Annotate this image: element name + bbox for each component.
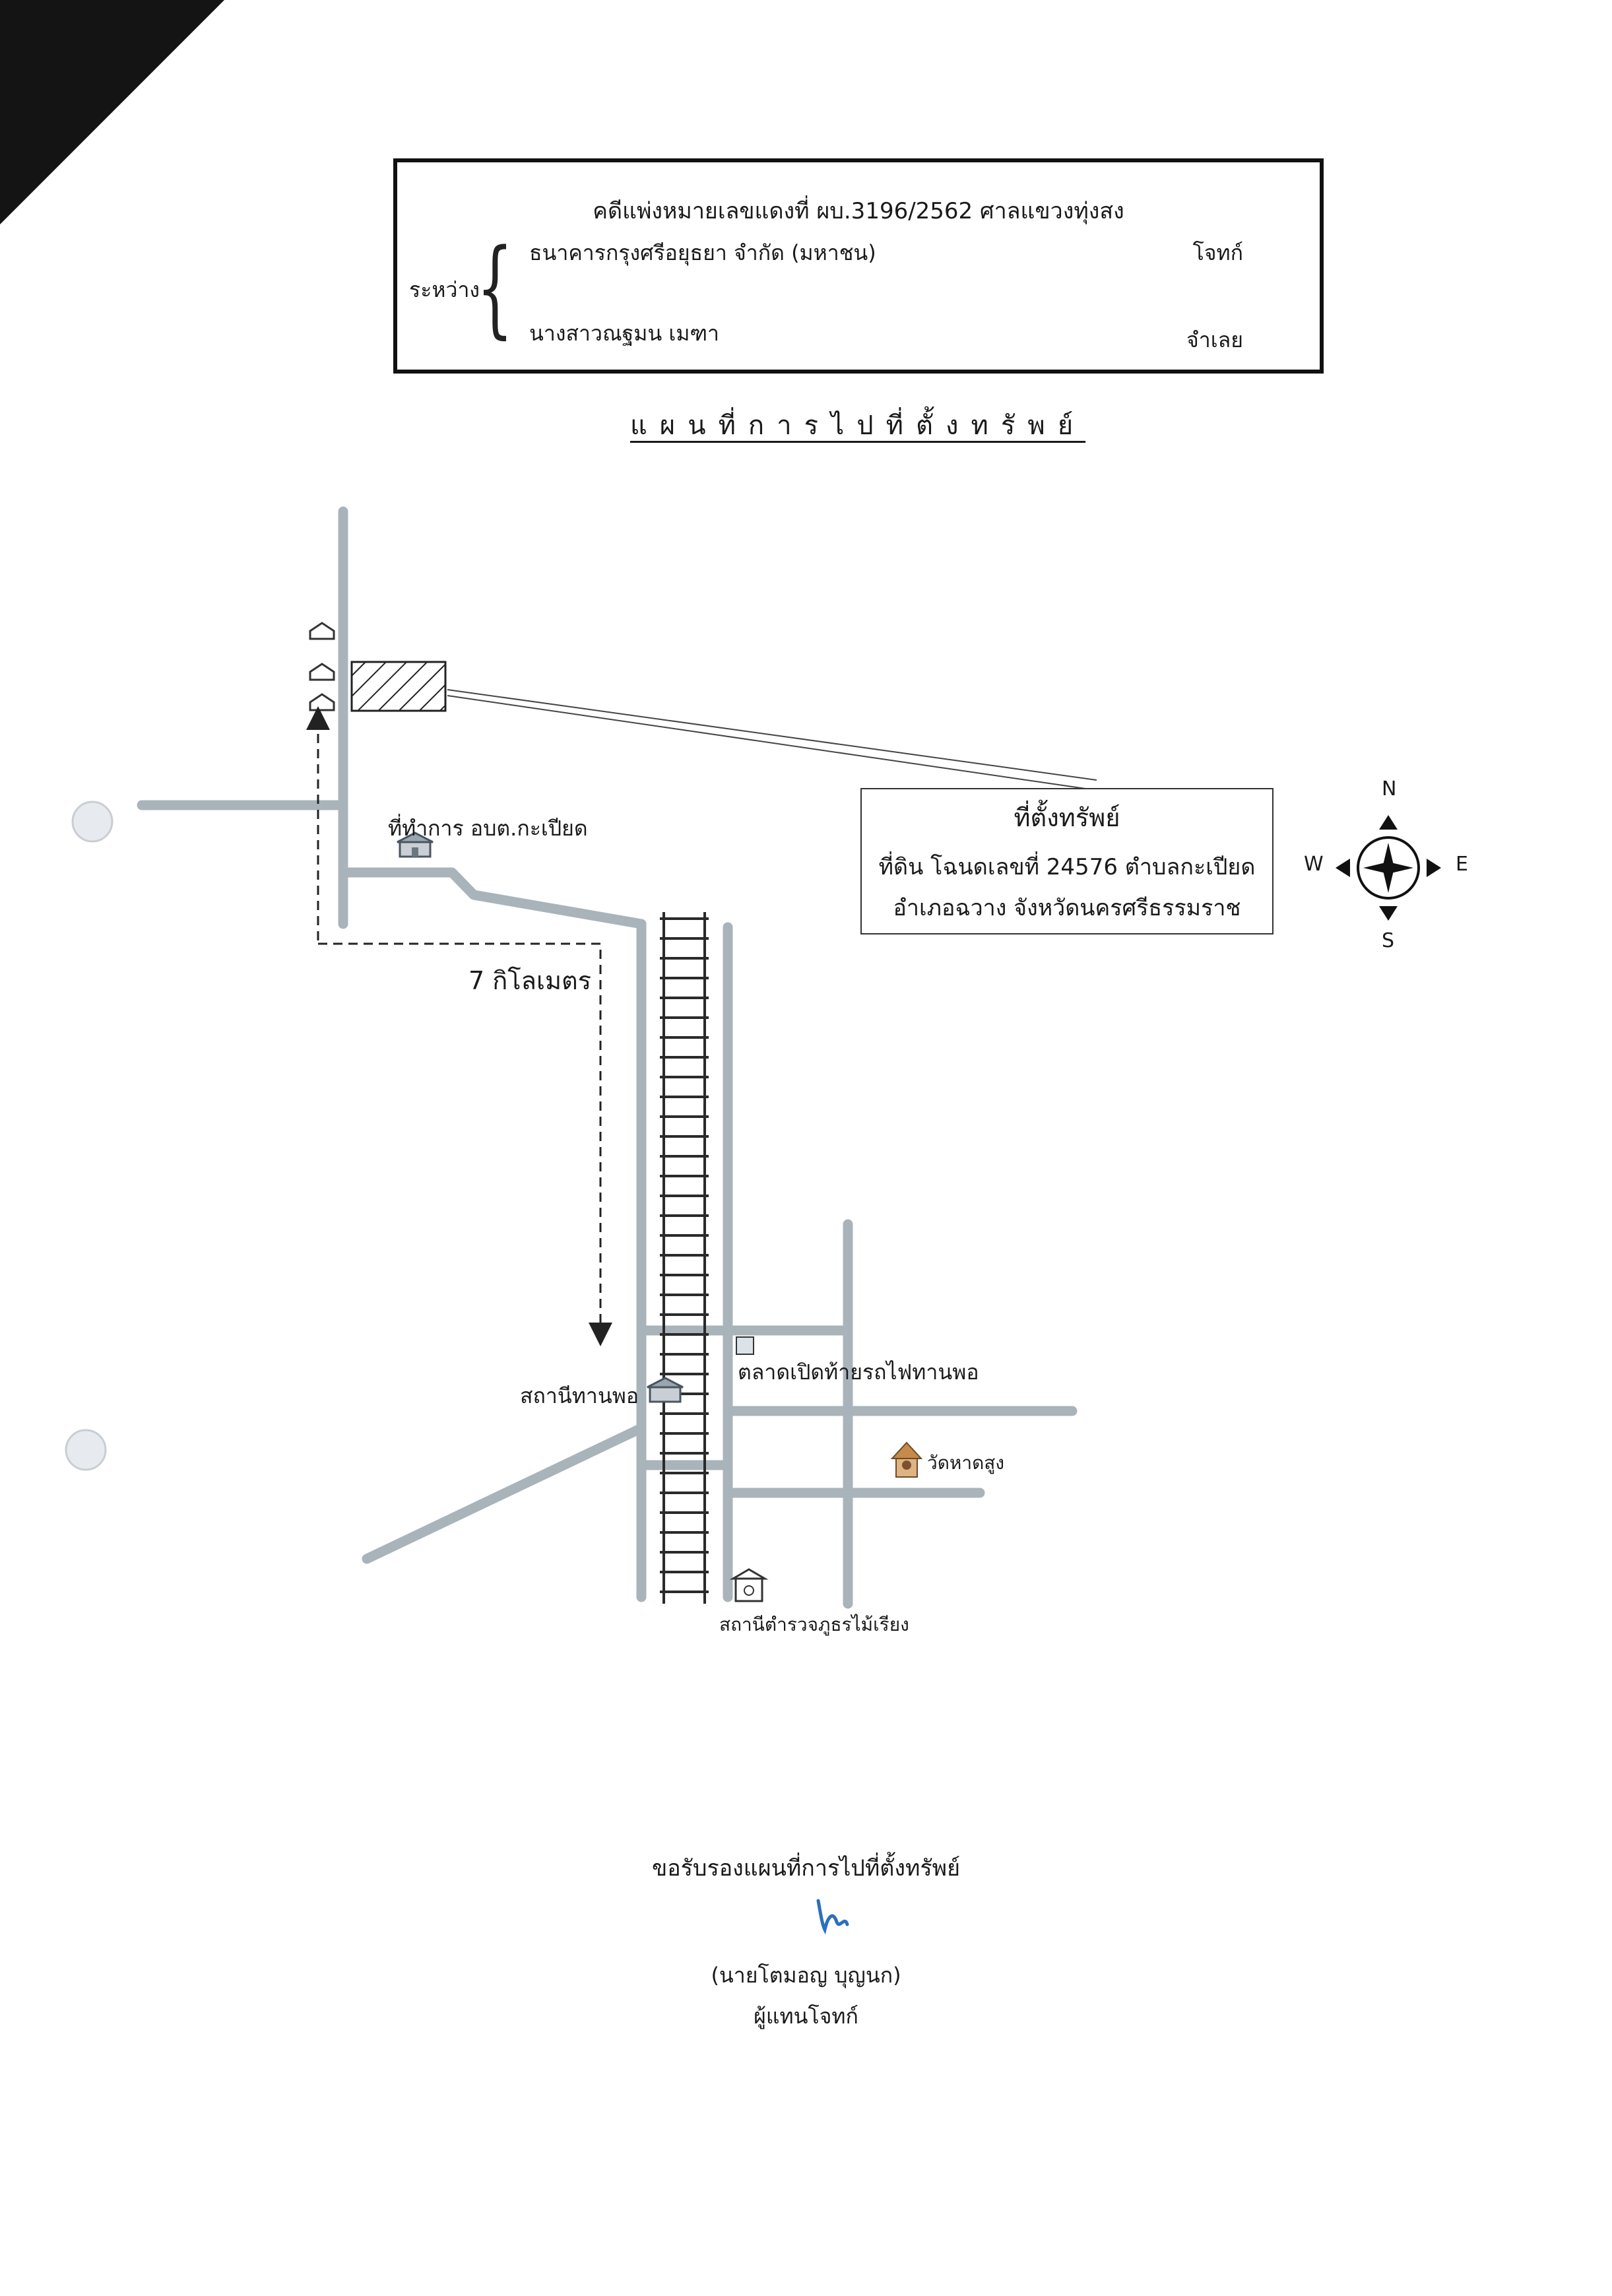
police-label: สถานีตำรวจภูธรไม้เรียง xyxy=(719,1614,909,1635)
railway-track xyxy=(662,912,706,1604)
house-icon xyxy=(309,622,335,640)
defendant-role: จำเลย xyxy=(1186,327,1243,352)
brace-icon: { xyxy=(476,226,513,349)
compass-west-label: W xyxy=(1304,853,1324,876)
station-label: สถานีทานพอ xyxy=(520,1383,639,1408)
station-building-icon xyxy=(647,1377,684,1403)
plaintiff-role: โจทก์ xyxy=(1192,240,1243,265)
compass-rose-icon xyxy=(1336,815,1441,921)
market-label: ตลาดเปิดท้ายรถไฟทานพอ xyxy=(738,1360,979,1385)
certification-text: ขอรับรองแผนที่การไปที่ตั้งทรัพย์ xyxy=(651,1855,960,1882)
police-station-icon xyxy=(729,1568,769,1602)
property-title: ที่ตั้งทรัพย์ xyxy=(1014,803,1120,832)
property-deed-line: ที่ดิน โฉนดเลขที่ 24576 ตำบลกะเปียด xyxy=(878,854,1256,880)
signer-name: (นายโตมอญ บุญนก) xyxy=(711,1963,901,1988)
corner-shadow xyxy=(0,0,224,224)
temple-label: วัดหาดสูง xyxy=(927,1452,1005,1474)
compass-south-label: S xyxy=(1382,929,1395,952)
compass-north-label: N xyxy=(1382,777,1397,801)
distance-label: 7 กิโลเมตร xyxy=(468,966,592,995)
signature-mark xyxy=(816,1899,849,1935)
road-to-station xyxy=(338,867,647,1602)
property-parcel xyxy=(350,661,447,712)
punch-hole xyxy=(65,1429,107,1471)
compass-east-label: E xyxy=(1456,853,1468,876)
plaintiff-name: ธนาคารกรุงศรีอยุธยา จำกัด (มหาชน) xyxy=(529,240,876,265)
house-icon xyxy=(309,663,335,681)
railway-ties xyxy=(660,917,709,1593)
road-southwest xyxy=(362,1423,647,1564)
punch-hole xyxy=(71,801,113,843)
office-label: ที่ทำการ อบต.กะเปียด xyxy=(388,816,588,841)
case-header-box: คดีแพ่งหมายเลขแดงที่ ผบ.3196/2562 ศาลแขว… xyxy=(393,158,1324,374)
building-icon xyxy=(397,832,434,858)
property-info-box: ที่ตั้งทรัพย์ ที่ดิน โฉนดเลขที่ 24576 ตำ… xyxy=(860,788,1273,935)
property-district-line: อำเภอฉวาง จังหวัดนครศรีธรรมราช xyxy=(893,895,1241,921)
leader-lines xyxy=(447,689,1097,790)
map-title: แผนที่การไปที่ตั้งทรัพย์ xyxy=(630,410,1086,441)
defendant-name: นางสาวณฐมน เมฑา xyxy=(529,321,719,346)
market-marker xyxy=(736,1336,754,1355)
case-number-line: คดีแพ่งหมายเลขแดงที่ ผบ.3196/2562 ศาลแขว… xyxy=(593,198,1124,224)
house-icon xyxy=(309,693,335,711)
roads xyxy=(137,506,1078,1609)
house-icons xyxy=(309,622,335,711)
between-label: ระหว่าง xyxy=(409,277,480,302)
temple-icon xyxy=(890,1441,923,1478)
route-dashed-line-2 xyxy=(318,942,612,1346)
signer-role: ผู้แทนโจทก์ xyxy=(754,2004,858,2029)
punch-holes xyxy=(65,801,113,1471)
